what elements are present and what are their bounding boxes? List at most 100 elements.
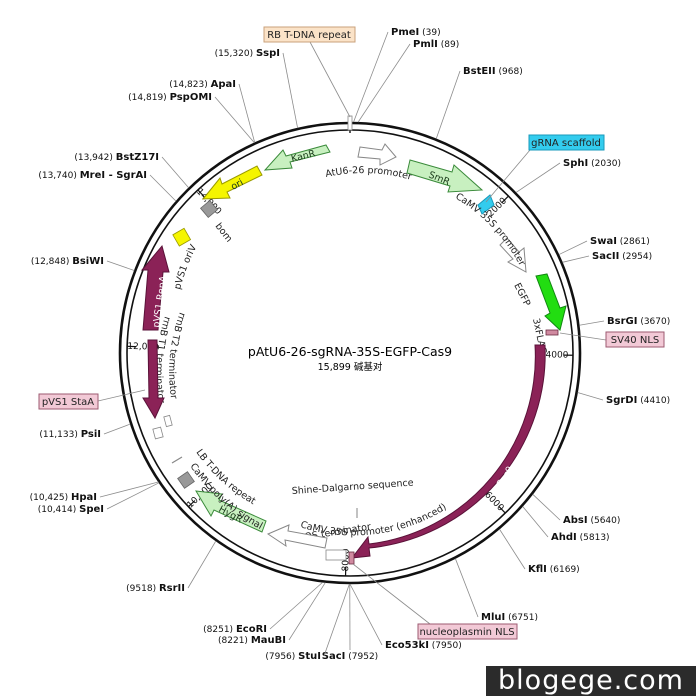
site-leader xyxy=(435,70,461,139)
sv40-box-leader xyxy=(559,332,607,341)
site-position: (8251) xyxy=(203,625,233,635)
site-name: SwaI xyxy=(590,236,617,247)
site-label: AhdI (5813) xyxy=(551,532,610,543)
rb-tdna-box-label: RB T-DNA repeat xyxy=(267,30,351,41)
site-leader xyxy=(214,96,255,143)
site-position: (5640) xyxy=(590,516,620,526)
site-name: SphI xyxy=(563,158,588,169)
site-position: (12,848) xyxy=(31,257,70,267)
site-leader xyxy=(282,52,298,129)
egfp-label: EGFP xyxy=(511,281,532,308)
site-leader xyxy=(562,255,590,263)
site-label: SgrDI (4410) xyxy=(606,395,670,406)
site-position: (4410) xyxy=(640,396,670,406)
site-leader xyxy=(522,506,549,538)
sv40-nls-box-label: SV40 NLS xyxy=(611,335,660,346)
site-name: BstEII xyxy=(463,66,496,77)
site-leader xyxy=(323,583,350,657)
site-label: (15,320) SspI xyxy=(215,48,280,59)
site-position: (6169) xyxy=(550,565,580,575)
site-position: (7950) xyxy=(432,641,462,651)
site-name: SspI xyxy=(256,48,280,59)
site-leader xyxy=(238,83,256,143)
site-label: SwaI (2861) xyxy=(590,236,650,247)
tick-label: 12,000 xyxy=(127,342,159,353)
site-position: (5813) xyxy=(580,533,610,543)
atu6-promoter-label: AtU6-26 promoter xyxy=(324,165,413,183)
site-leader xyxy=(579,320,605,326)
site-name: AbsI xyxy=(563,515,588,526)
nos-terminator-mark xyxy=(325,549,347,561)
site-name: BsiWI xyxy=(72,256,104,267)
tick-label: 4000 xyxy=(545,350,568,360)
tick-mark xyxy=(197,189,205,197)
site-position: (39) xyxy=(422,28,440,38)
site-name: MluI xyxy=(481,612,505,623)
site-name: RsrII xyxy=(159,583,185,594)
site-leader xyxy=(357,43,411,123)
site-leader xyxy=(161,156,189,188)
site-leader xyxy=(106,260,135,271)
site-name: AhdI xyxy=(551,532,577,543)
site-position: (14,819) xyxy=(128,93,167,103)
site-leader xyxy=(99,481,159,498)
pvs1-staa-box xyxy=(38,393,99,410)
bom-mark xyxy=(199,199,219,219)
site-name: StuI xyxy=(298,651,321,662)
site-position: (10,414) xyxy=(38,505,77,515)
site-label: (8251) EcoRI xyxy=(203,624,267,635)
rrnb-t2-mark xyxy=(163,414,173,428)
watermark-text: blogege.com xyxy=(498,665,684,696)
rrnb-t1-mark xyxy=(152,426,164,440)
kanr-label: KanR xyxy=(290,148,317,165)
site-leader xyxy=(532,493,561,521)
hygr-arrow xyxy=(195,490,267,533)
site-name: KflI xyxy=(528,564,547,575)
site-label: (10,414) SpeI xyxy=(38,504,104,515)
camv35s-bottom-arrow xyxy=(266,524,328,549)
site-name: PspOMI xyxy=(170,92,212,103)
site-label: PmeI (39) xyxy=(391,27,441,38)
watermark: blogege.com xyxy=(486,666,696,696)
site-name: Eco53kI xyxy=(385,640,429,651)
site-leader xyxy=(558,240,588,255)
bom-label: bom xyxy=(213,221,235,244)
grna-scaffold-box xyxy=(528,134,605,151)
site-label: (13,942) BstZ17I xyxy=(74,152,159,163)
site-label: BsrGI (3670) xyxy=(607,316,670,327)
polya-mark xyxy=(177,471,195,489)
pvs1-staa-box-label: pVS1 StaA xyxy=(42,397,94,408)
plasmid-size: 15,899 碱基对 xyxy=(318,361,383,373)
site-label: SacII (2954) xyxy=(592,251,652,262)
site-name: PmeI xyxy=(391,27,419,38)
shine-dalgarno-label: Shine-Dalgarno sequence xyxy=(291,477,414,496)
smr-arrow xyxy=(406,159,484,193)
atu6-promoter-arrow xyxy=(357,143,397,166)
site-label: KflI (6169) xyxy=(528,564,580,575)
site-leader xyxy=(149,174,177,202)
camv35s-promoter-arrow xyxy=(499,237,527,273)
restriction-sites: PmeI (39)PmlI (89)BstEII (968)SphI (2030… xyxy=(30,27,671,662)
site-position: (7956) xyxy=(265,652,295,662)
sv40-nls-box xyxy=(605,331,665,348)
site-leader xyxy=(515,162,561,193)
staa-box-leader xyxy=(97,389,146,402)
site-name: BsrGI xyxy=(607,316,637,327)
grna-scaffold-box-label: gRNA scaffold xyxy=(531,138,601,149)
egfp-arrow xyxy=(535,273,567,331)
site-position: (9518) xyxy=(126,584,156,594)
site-position: (13,740) xyxy=(38,171,77,181)
site-position: (6751) xyxy=(508,613,538,623)
ori-label: ori xyxy=(229,177,245,193)
sv40-nls-mark xyxy=(545,329,559,336)
rb-box-leader xyxy=(309,41,351,118)
site-label: SacI (7952) xyxy=(322,651,378,662)
site-leader xyxy=(353,31,389,123)
site-leader xyxy=(103,423,131,435)
nucleoplasmin-nls-mark xyxy=(348,551,355,565)
site-position: (89) xyxy=(441,40,459,50)
site-label: PmlI (89) xyxy=(413,39,459,50)
site-name: PsiI xyxy=(81,429,101,440)
site-name: BstZ17I xyxy=(116,152,159,163)
